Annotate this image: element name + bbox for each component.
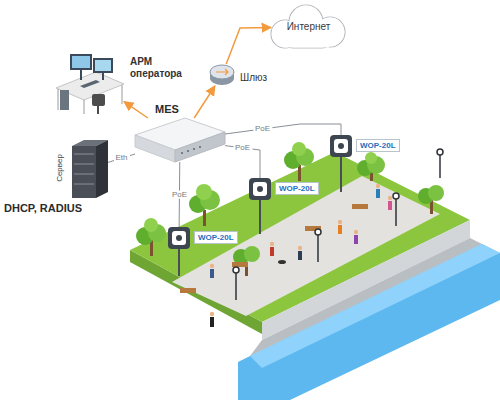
gateway-router: Шлюз	[210, 64, 234, 86]
mes-switch: MES	[135, 118, 225, 162]
connector-label: PoE	[233, 143, 252, 152]
operator-workstation	[56, 54, 124, 114]
access-point: WOP-20L	[168, 227, 190, 249]
connector-line	[225, 124, 341, 135]
node-label: Интернет	[287, 21, 331, 33]
node-label: MES	[155, 103, 179, 116]
street-lamps	[233, 149, 443, 300]
access-point: WOP-20L	[330, 135, 352, 157]
node-sublabel: DHCP, RADIUS	[4, 202, 82, 215]
node-label: АРМ оператора	[130, 56, 194, 79]
internet-cloud	[271, 5, 345, 48]
benches	[180, 204, 368, 293]
trees	[136, 142, 444, 276]
connector-label: PoE	[170, 190, 189, 199]
node-label: WOP-20L	[356, 139, 400, 152]
node-label: Шлюз	[240, 72, 267, 84]
access-point: WOP-20L	[249, 178, 271, 200]
gateway-router	[210, 65, 234, 85]
connector-line	[108, 154, 135, 162]
node-label: Сервер	[55, 154, 64, 182]
connector-line	[194, 86, 215, 118]
operator-workstation: АРМ оператора	[52, 38, 124, 116]
server-rack: СерверDHCP, RADIUS	[72, 138, 108, 198]
node-label: WOP-20L	[275, 182, 319, 195]
node-label: WOP-20L	[194, 231, 238, 244]
connector-label: Eth	[113, 154, 129, 163]
people	[210, 184, 392, 327]
connector-label: PoE	[253, 125, 272, 134]
connector-line	[124, 102, 148, 118]
embankment-park	[130, 152, 500, 400]
connector-line	[226, 28, 271, 64]
server-rack	[72, 140, 108, 198]
internet-cloud: Интернет	[271, 5, 346, 49]
mes-switch	[135, 118, 225, 162]
